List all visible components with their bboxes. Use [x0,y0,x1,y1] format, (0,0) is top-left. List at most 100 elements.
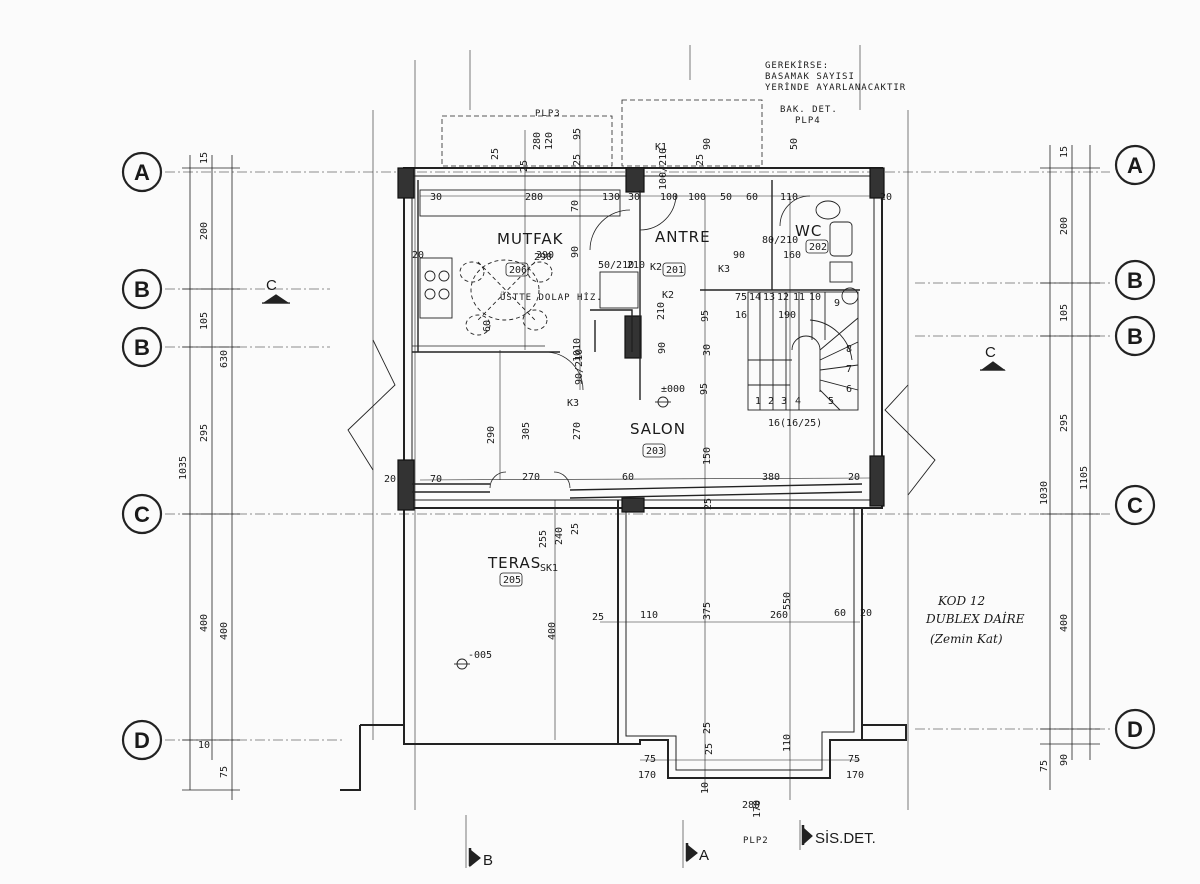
title-line-3: (Zemin Kat) [930,632,1003,646]
dim-h14: 14 [749,292,761,303]
right-dim-90: 90 [1059,754,1070,766]
note-ustte-dolap: ÜSTTE DOLAP HİZ. [500,292,603,303]
dim-v240: 240 [554,527,565,545]
elevation-000: ±000 [661,384,685,395]
left-dim-200: 200 [199,222,210,240]
left-dim-630: 630 [219,350,230,368]
dim-h170b: 170 [846,770,864,781]
left-dim-1035: 1035 [178,456,189,480]
dim-v70: 70 [570,200,581,212]
dim-v95a: 95 [700,310,711,322]
dim-v60: 60 [482,320,493,332]
door-mutfak-dim: 90/210 [574,349,585,385]
dim-v1010: 1010 [572,338,583,362]
right-dim-1105: 1105 [1079,466,1090,490]
dim-h380: 380 [762,472,780,483]
dim-v10d: 10 [700,782,711,794]
dim-h30: 30 [430,192,442,203]
dim-h20d: 20 [384,474,396,485]
dim-h100a: 100 [660,192,678,203]
door-swings [489,193,811,489]
dim-h210: 210 [627,260,645,271]
grid-letters: A B B C D A B B C D [134,153,1143,753]
grid-label-a-left: A [134,160,150,185]
dim-t25b: 25 [519,160,530,172]
room-mutfak: MUTFAK [497,230,564,248]
dim-h170: 170 [638,770,656,781]
grid-label-d-right: D [1127,717,1143,742]
dim-h20e: 20 [848,472,860,483]
room-no-wc: 202 [809,242,827,253]
dim-t25a: 25 [490,148,501,160]
right-dimensions: 15 200 105 295 1030 1105 400 75 90 [1039,146,1090,772]
section-c-left: C [266,277,277,294]
stair-step-7: 7 [846,364,852,375]
door-k2-a: K2 [650,262,662,273]
dim-h12: 12 [777,292,789,303]
stair-step-3: 3 [781,396,787,407]
dim-v390: 390 [536,250,554,261]
dim-v90b: 90 [657,342,668,354]
dim-h60: 60 [746,192,758,203]
grid-label-b-prime-right: B [1127,324,1143,349]
note-basamak: BASAMAK SAYISI [765,72,855,82]
right-dim-15: 15 [1059,146,1070,158]
stair-step-6: 6 [846,384,852,395]
right-dim-1030: 1030 [1039,481,1050,505]
right-dim-200: 200 [1059,217,1070,235]
grid-label-b-right: B [1127,268,1143,293]
room-antre: ANTRE [655,228,711,246]
dim-v290: 290 [534,252,552,263]
dim-v25e: 25 [704,743,715,755]
note-gerekirse: GEREKİRSE: [765,60,829,71]
dim-h75: 75 [735,292,747,303]
right-dim-400: 400 [1059,614,1070,632]
interior-walls [412,180,863,499]
stair-step-2: 2 [768,396,774,407]
right-dimension-lines [1040,145,1100,790]
left-dimensions: 15 200 105 630 295 1035 400 400 10 75 [178,152,230,778]
note-plp4: PLP4 [795,116,821,126]
door-k1-dim: 100/210 [658,148,669,190]
dim-v210: 210 [656,302,667,320]
dim-v95b: 95 [699,383,710,395]
section-sis-det: SİS.DET. [815,829,876,847]
top-balcony-outline [441,99,763,167]
dim-v305: 305 [521,422,532,440]
dim-h110: 110 [780,192,798,203]
grid-label-b-left: B [134,277,150,302]
dim-v170: 170 [752,800,763,818]
room-no-mutfak: 206 [509,265,527,276]
room-no-teras: 205 [503,575,521,586]
dim-h260: 260 [770,610,788,621]
dim-h11: 11 [793,292,805,303]
dim-v280: 280 [742,800,760,811]
door-k1: K1 [655,142,667,153]
dim-h90: 90 [733,250,745,261]
right-dim-75: 75 [1039,760,1050,772]
dim-h270: 270 [522,472,540,483]
left-dim-15: 15 [199,152,210,164]
door-k3-a: K3 [718,264,730,275]
dim-t25c: 25 [572,154,583,166]
dim-v550: 550 [782,592,793,610]
left-dim-400a: 400 [199,614,210,632]
notes: GEREKİRSE: BASAMAK SAYISI YERİNDE AYARLA… [266,60,996,869]
dim-h60c: 60 [834,608,846,619]
dim-v400: 400 [547,622,558,640]
vertical-axis-lines [372,45,909,868]
interior-dimensions: 25 25 280 120 25 95 25 90 50 30 280 130 … [384,128,892,818]
room-code-teras: SK1 [540,563,558,574]
title-line-1: KOD 12 [937,594,985,608]
dim-h130: 130 [602,192,620,203]
room-salon: SALON [630,420,686,438]
stair-step-9: 9 [834,298,840,309]
section-markers [262,294,1006,868]
stair-step-numbers: 1 2 3 4 5 6 7 8 9 [755,298,852,407]
dim-h190: 190 [778,310,796,321]
door-k2-b: K2 [662,290,674,301]
dim-t280: 280 [532,132,543,150]
room-number-boxes [499,239,829,587]
grid-label-c-right: C [1127,493,1143,518]
